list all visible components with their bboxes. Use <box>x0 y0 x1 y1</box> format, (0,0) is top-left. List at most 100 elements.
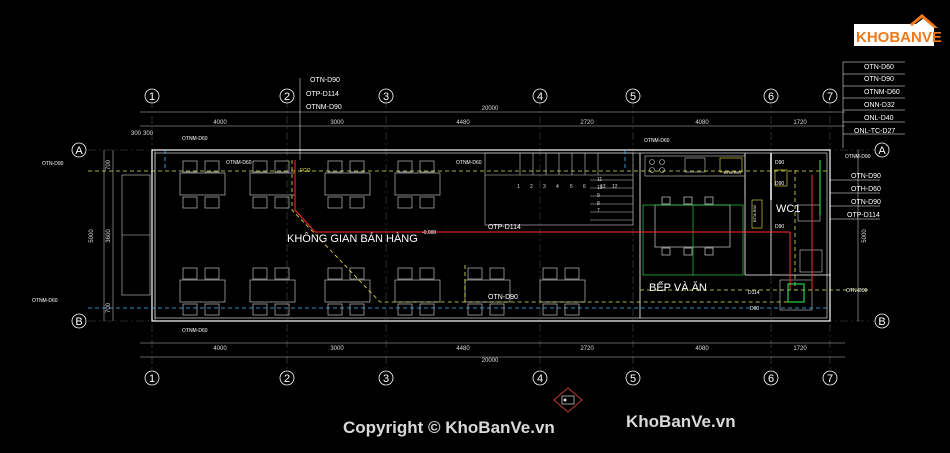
khobanve-logo: KHOBANVE <box>854 14 942 46</box>
pipe-label-top-right-6: ONL-TC-D27 <box>854 128 895 135</box>
room-label-wc: WC1 <box>776 203 800 215</box>
pipe-label-otn-d90-main: OTN-D90 <box>488 294 518 301</box>
stair-step-label: 7 <box>597 208 600 214</box>
pipe-label-d90-d: D90 <box>750 306 759 312</box>
grid-label-right-a: A <box>878 145 886 157</box>
grid-label-bottom-6: 6 <box>768 373 774 385</box>
dim-right-total: 5000 <box>862 229 868 243</box>
pipe-label-otn-d90-left: OTN-D90 <box>42 161 64 167</box>
grid-label-top-7: 7 <box>827 91 833 103</box>
pipe-label-top-center-1: OTN-D90 <box>310 77 340 84</box>
pipe-label-right-mid-3: OTN-D90 <box>851 199 881 206</box>
leader-lines <box>299 61 905 220</box>
dimension-lines <box>103 111 859 358</box>
grid-label-left-b: B <box>75 316 82 328</box>
stair-step-label: 4 <box>556 184 559 190</box>
site-watermark: KhoBanVe.vn <box>626 412 736 431</box>
pipe-label-top-right-4: ONN-D32 <box>864 102 895 109</box>
stair-step-label: 8 <box>597 201 600 207</box>
dim-left-total: 5000 <box>89 229 95 243</box>
level-mark: -0.000 <box>422 230 436 236</box>
pipe-label-otnm-d60-tl: OTNM-D60 <box>182 136 208 142</box>
staircase <box>484 152 634 226</box>
pipe-label-btm2: BTM-R02 <box>752 204 757 222</box>
dim-top-seg-4: 2720 <box>580 120 594 126</box>
pipe-green <box>787 160 821 303</box>
walls <box>121 149 831 322</box>
dim-bottom-seg-4: 2720 <box>580 346 594 352</box>
grid-label-top-3: 3 <box>383 91 389 103</box>
room-label-sales: KHÔNG GIAN BÁN HÀNG <box>287 232 418 245</box>
pipe-cyan-dashed <box>88 150 830 309</box>
grid-bubbles-top <box>144 88 838 104</box>
pipe-label-top-right-1: OTN-D60 <box>864 64 894 71</box>
stair-step-label: 10 <box>597 185 603 191</box>
wc-fixtures <box>751 169 823 311</box>
pipe-label-btm1: BTM-R01 <box>724 170 742 175</box>
stair-step-label: 5 <box>570 184 573 190</box>
pipe-label-otn-d90-br: OTN-D90 <box>846 288 868 294</box>
pipe-label-top-right-3: OTNM-D60 <box>864 89 900 96</box>
dim-bottom-seg-5: 4080 <box>695 346 709 352</box>
stair-step-label: 3 <box>543 184 546 190</box>
grid-label-bottom-5: 5 <box>630 373 636 385</box>
grid-label-bottom-2: 2 <box>284 373 290 385</box>
dim-top-total: 20000 <box>482 106 499 112</box>
dim-top-seg-1: 4000 <box>213 120 227 126</box>
dim-bottom-seg-2: 3000 <box>330 346 344 352</box>
grid-label-top-6: 6 <box>768 91 774 103</box>
kitchen-table <box>642 196 744 276</box>
stair-step-label: 2 <box>530 184 533 190</box>
pipe-label-otnm-d60-stair: OTNM-D60 <box>644 138 670 144</box>
dim-top-small-2: 300 <box>143 131 154 137</box>
table-set <box>179 267 226 316</box>
grid-label-bottom-4: 4 <box>537 373 543 385</box>
dim-top-seg-6: 1720 <box>793 120 807 126</box>
pipe-otp-d114 <box>294 160 813 290</box>
table-set <box>179 160 226 209</box>
dim-top-seg-5: 4080 <box>695 120 709 126</box>
table-set <box>394 160 441 209</box>
stair-step-label: 1 <box>517 184 520 190</box>
dim-top-seg-3: 4480 <box>456 120 470 126</box>
pipe-label-d90-a: D90 <box>775 160 784 166</box>
pipe-label-otnm-d60-mid: OTNM-D60 <box>456 160 482 166</box>
table-set <box>249 267 296 316</box>
grid-bubbles-bottom <box>144 370 838 386</box>
grid-label-bottom-3: 3 <box>383 373 389 385</box>
dim-bottom-seg-1: 4000 <box>213 346 227 352</box>
dim-top-seg-2: 3000 <box>330 120 344 126</box>
pipe-label-otnm-d90-right: OTNM-D90 <box>845 154 871 160</box>
pipe-label-d114: D114 <box>748 290 760 296</box>
table-set <box>464 267 511 316</box>
pipe-label-otnm-d60-top: OTNM-D60 <box>226 160 252 166</box>
kitchen-counter <box>644 155 746 177</box>
grid-label-bottom-7: 7 <box>827 373 833 385</box>
grid-label-left-a: A <box>75 145 83 157</box>
stair-step-label: 13 <box>600 184 606 190</box>
pipe-label-d90-b: D90 <box>775 181 784 187</box>
grid-label-bottom-1: 1 <box>149 373 155 385</box>
stair-step-label: 11 <box>597 177 602 183</box>
pipe-label-top-center-2: OTP-D114 <box>306 91 339 98</box>
pipe-label-right-mid-1: OTN-D90 <box>851 173 881 180</box>
grid-label-top-1: 1 <box>149 91 155 103</box>
pipe-label-right-mid-4: OTP-D114 <box>847 212 880 219</box>
grid-label-top-5: 5 <box>630 91 636 103</box>
table-set <box>394 267 441 316</box>
pipe-label-otnm-d60-left: OTNM-D60 <box>32 298 58 304</box>
stair-step-label: 9 <box>597 193 600 199</box>
pipe-yellow-dashed <box>88 160 870 303</box>
pipe-label-fco: FCO <box>300 168 311 174</box>
stair-step-label: 12 <box>612 184 618 190</box>
view-cube-widget[interactable] <box>553 387 583 413</box>
grid-label-top-4: 4 <box>537 91 543 103</box>
stair-step-label: 6 <box>583 184 586 190</box>
grid-bubbles-side <box>71 142 890 329</box>
logo-text: KHOBANVE <box>856 29 942 46</box>
dim-bottom-total: 20000 <box>482 358 499 364</box>
pipe-label-d90-c: D90 <box>775 224 784 230</box>
table-set <box>324 160 371 209</box>
grid-label-right-b: B <box>878 316 885 328</box>
